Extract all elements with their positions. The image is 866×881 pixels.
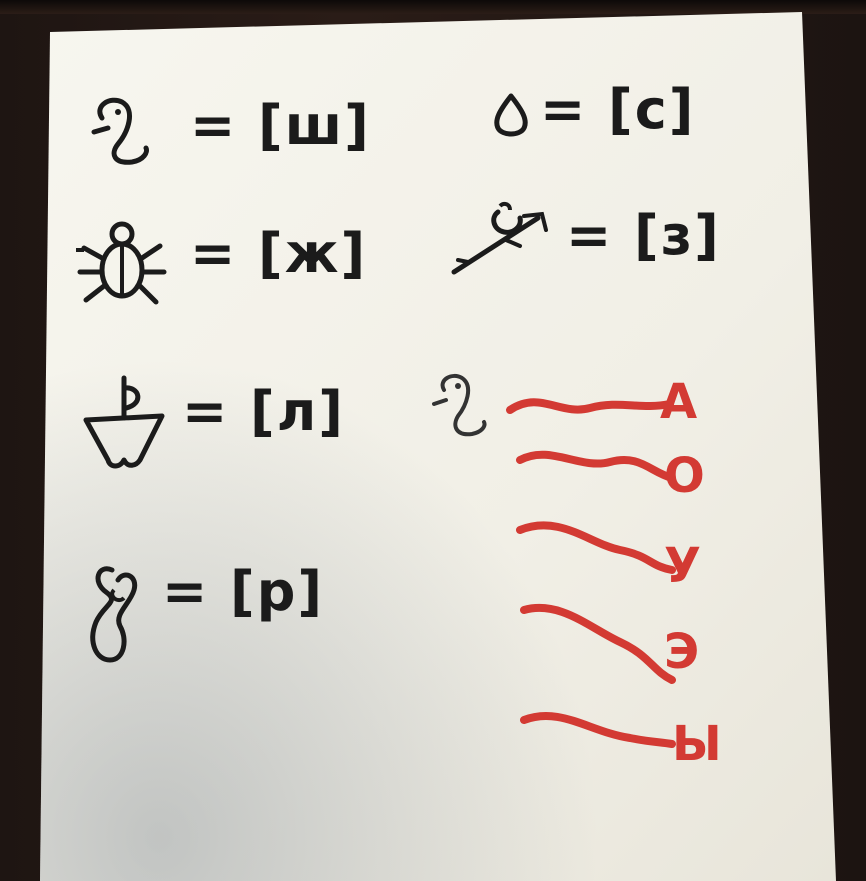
equation-text: = [з] xyxy=(566,204,721,267)
drop-glyph xyxy=(494,93,528,137)
beetle-glyph xyxy=(76,221,167,305)
equation-text: = [с] xyxy=(540,78,696,141)
equation-text: = [ж] xyxy=(190,222,368,285)
equation-text: = [ш] xyxy=(190,94,371,157)
vowel-arrows xyxy=(506,398,676,748)
vowel-letter: О xyxy=(664,448,705,504)
vowel-letter: Э xyxy=(664,624,700,680)
vowel-letter: У xyxy=(664,538,702,594)
boat-glyph xyxy=(83,375,165,469)
equation-text: = [л] xyxy=(182,380,345,443)
bird-on-branch-glyph xyxy=(451,201,548,275)
figure-eight-glyph xyxy=(90,566,138,663)
table-edge xyxy=(0,0,866,14)
equation-text: = [р] xyxy=(162,560,325,623)
vowel-letter: А xyxy=(660,374,698,430)
fish-hook-glyph xyxy=(91,97,149,165)
fish-hook-glyph xyxy=(432,373,487,437)
vowel-letter: Ы xyxy=(672,716,722,772)
